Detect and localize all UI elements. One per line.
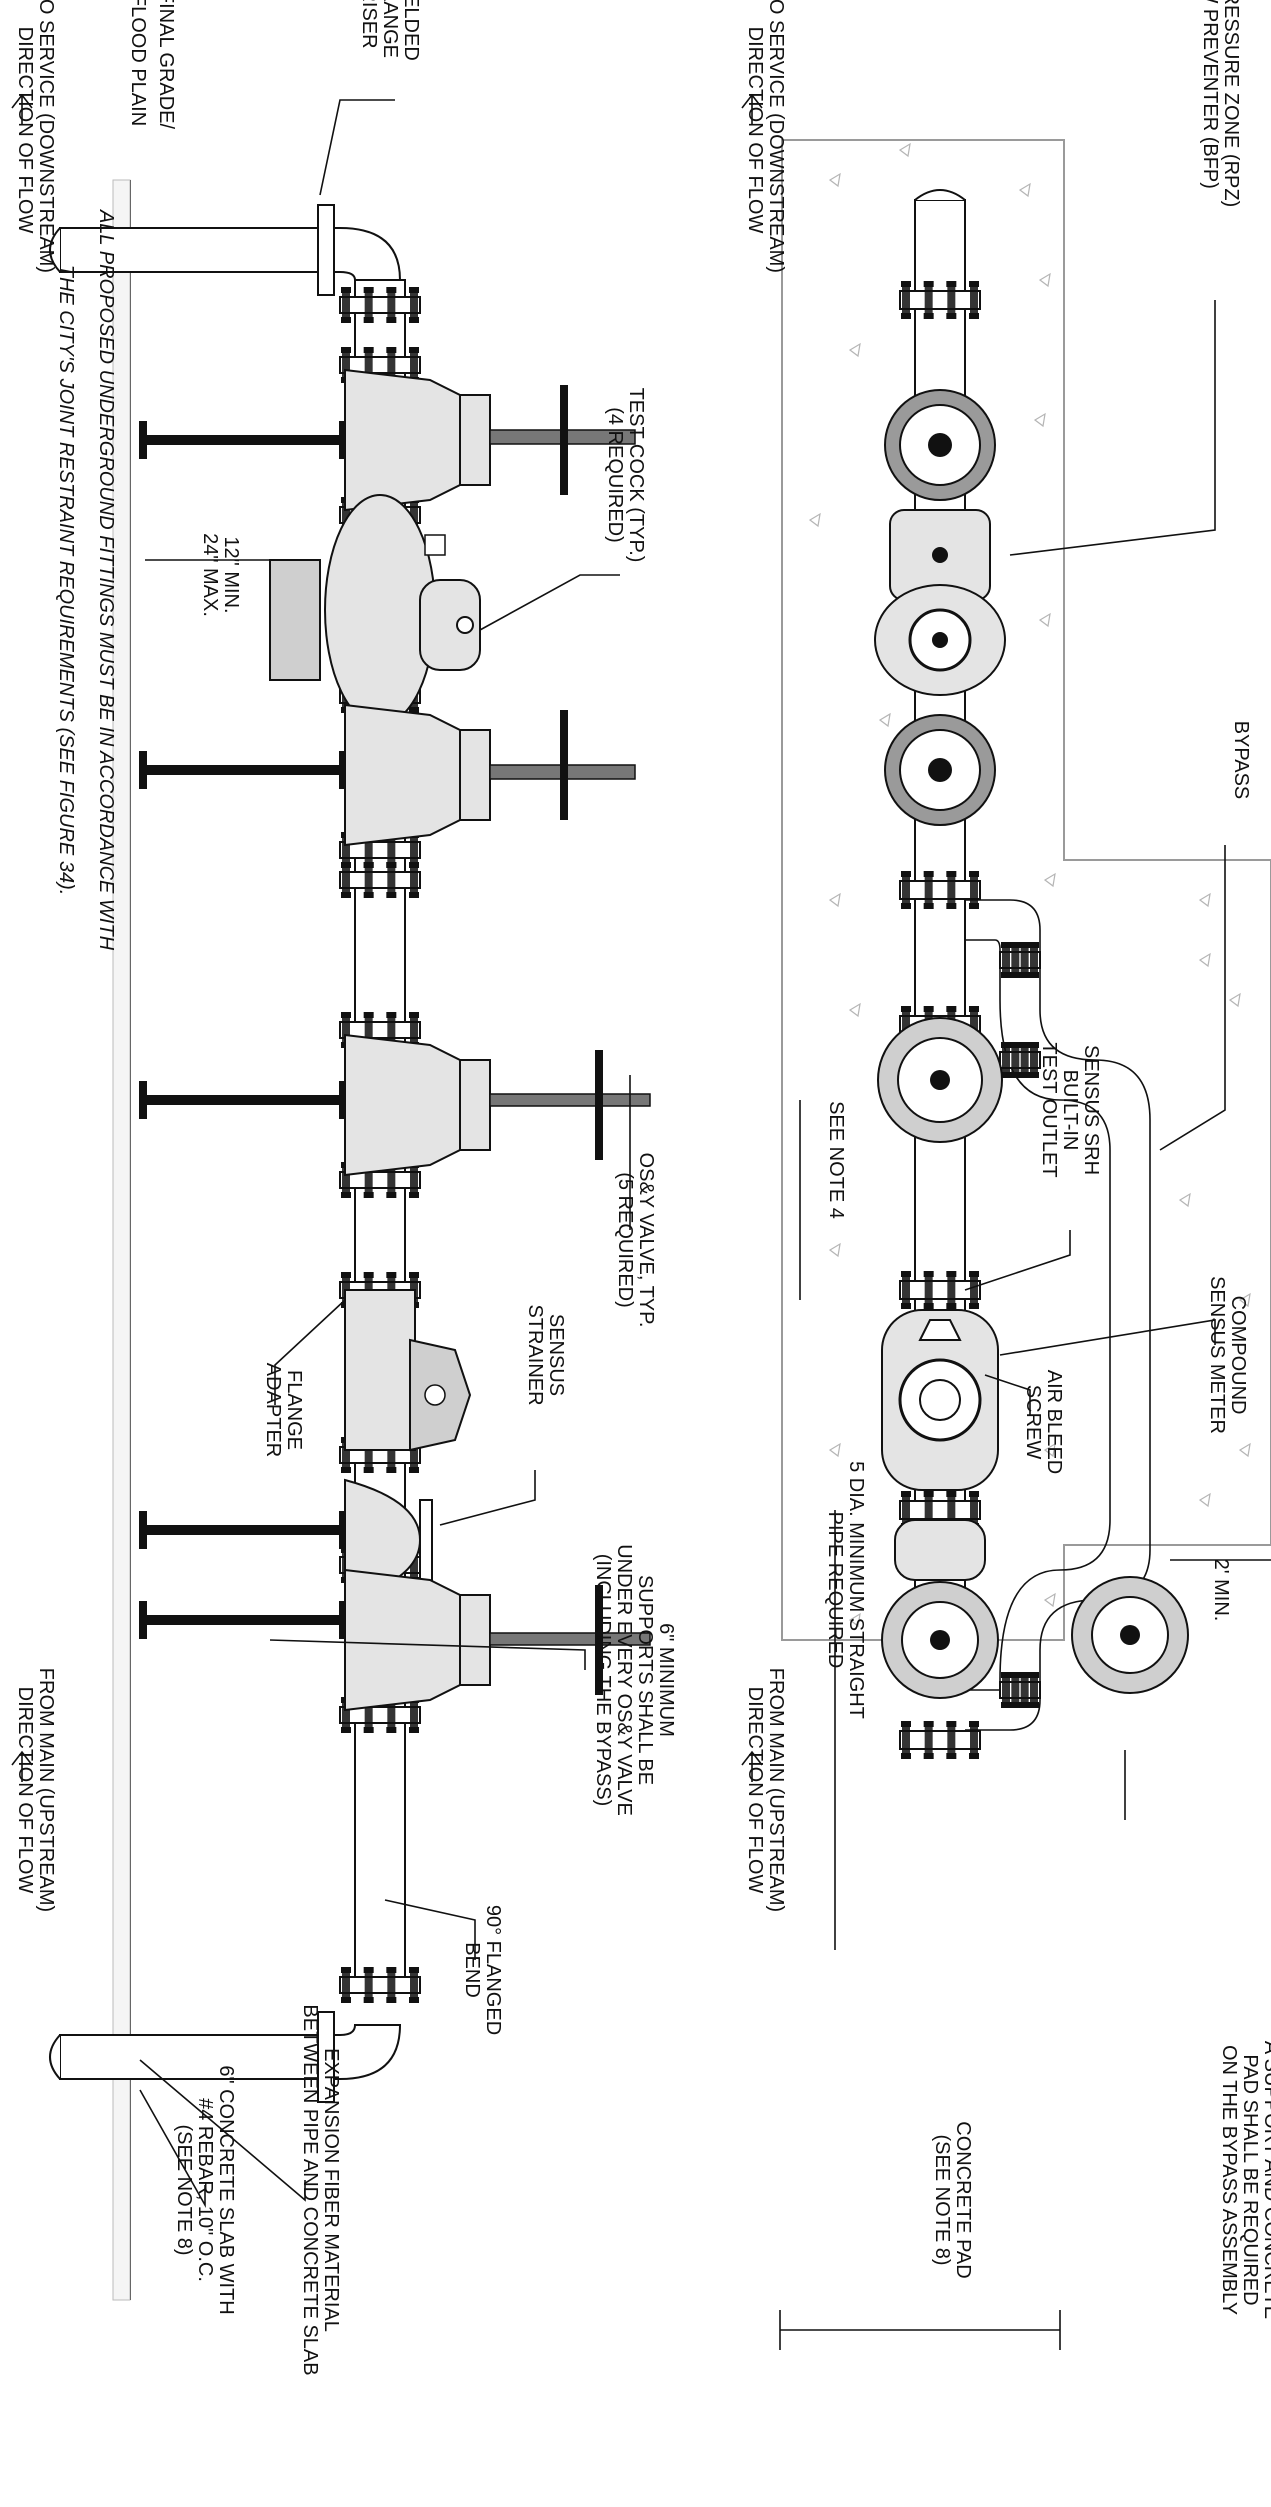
elev-rpz-backflow (269, 494, 481, 726)
label-concrete-slab: 6" CONCRETE SLAB WITH#4 REBAR, 10" O.C.(… (173, 2065, 237, 2314)
plan-bypass-pipe (965, 899, 1151, 1731)
label-test-cock: TEST COCK (TYP.)(4 REQUIRED) (604, 388, 647, 563)
elevation-riser-downstream (49, 204, 402, 296)
flow-arrow-icon (11, 93, 763, 1782)
elev-osy-valve (344, 368, 636, 512)
label-welded-flange-riser: WELDEDFLANGERISER (358, 0, 422, 61)
label-to-service-right: TO SERVICE (DOWNSTREAM)DIRECTION OF FLOW (744, 0, 787, 273)
label-main-note: ALL PROPOSED UNDERGROUND FITTINGS MUST B… (55, 209, 117, 951)
label-from-main-left: FROM MAIN (UPSTREAM)DIRECTION OF FLOW (14, 1668, 57, 1912)
label-concrete-pad: CONCRETE PAD(SEE NOTE 8) (931, 2121, 974, 2278)
label-final-grade: FINAL GRADE/ (155, 0, 177, 130)
plan-osy-valve (877, 1017, 1003, 1143)
elev-strainer (344, 1289, 472, 1452)
label-flange-adapter: FLANGEADAPTER (262, 1363, 305, 1457)
plan-osy-valve (884, 714, 996, 826)
elev-strainer-cap (344, 1478, 433, 1602)
plan-flanges (899, 281, 1041, 1759)
label-flanged-bend: 90° FLANGEDBEND (461, 1905, 504, 2035)
plan-osy-valve (884, 389, 996, 501)
plan-osy-valve (881, 1519, 999, 1699)
elevation-grade-line (112, 179, 131, 2301)
label-sensus-strainer: SENSUSSTRAINER (524, 1304, 567, 1405)
label-compound-meter: COMPOUNDSENSUS METER (1206, 1276, 1249, 1434)
label-flood-plain: FLOOD PLAIN (127, 0, 149, 126)
elev-osy-valve (344, 1568, 651, 1712)
plan-compound-meter (881, 1309, 999, 1491)
plan-rpz-body (874, 509, 1006, 696)
label-min-max: 12" MIN.24" MAX. (199, 533, 242, 617)
label-rpz: REDUCED PRESSURE ZONE (RPZ)BACKFLOW PREV… (1199, 0, 1242, 207)
label-two-min: 2' MIN. (1210, 1559, 1232, 1622)
label-see-note-4: SEE NOTE 4 (825, 1101, 847, 1219)
label-osy-valve: OS&Y VALVE, TYP.(5 REQUIRED) (614, 1153, 657, 1328)
label-from-main-right: FROM MAIN (UPSTREAM)DIRECTION OF FLOW (744, 1668, 787, 1912)
drawing-labels: WELDEDFLANGERISER FINAL GRADE/ FLOOD PLA… (14, 0, 1271, 2376)
elevation-valves (269, 368, 651, 1712)
plan-bypass-osy-valve (1071, 1576, 1189, 1694)
label-air-bleed: AIR BLEEDSCREW (1022, 1370, 1065, 1474)
label-expansion-fiber: EXPANSION FIBER MATERIALBETWEEN PIPE AND… (299, 2004, 342, 2375)
elevation-supports (139, 421, 347, 1639)
plan-valves (874, 389, 1189, 1699)
label-bypass: BYPASS (1230, 721, 1252, 800)
elev-osy-valve (344, 1033, 651, 1177)
elev-osy-valve (344, 703, 636, 847)
label-six-in-support: 6" MINIMUMSUPPORTS SHALL BEUNDER EVERY O… (592, 1544, 677, 1816)
label-support-bypass: A SUPPORT AND CONCRETEPAD SHALL BE REQUI… (1218, 2041, 1271, 2319)
dimension-lines (145, 559, 1271, 2350)
label-sensus-srh: SENSUS SRHBUILT-INTEST OUTLET (1038, 1042, 1102, 1177)
elevation-riser-upstream (49, 2011, 402, 2103)
label-five-dia: 5 DIA. MINIMUM STRAIGHTPIPE REQUIRED (824, 1461, 867, 1719)
leader-lines (139, 99, 1226, 2209)
label-to-service-left: TO SERVICE (DOWNSTREAM)DIRECTION OF FLOW (14, 0, 57, 273)
